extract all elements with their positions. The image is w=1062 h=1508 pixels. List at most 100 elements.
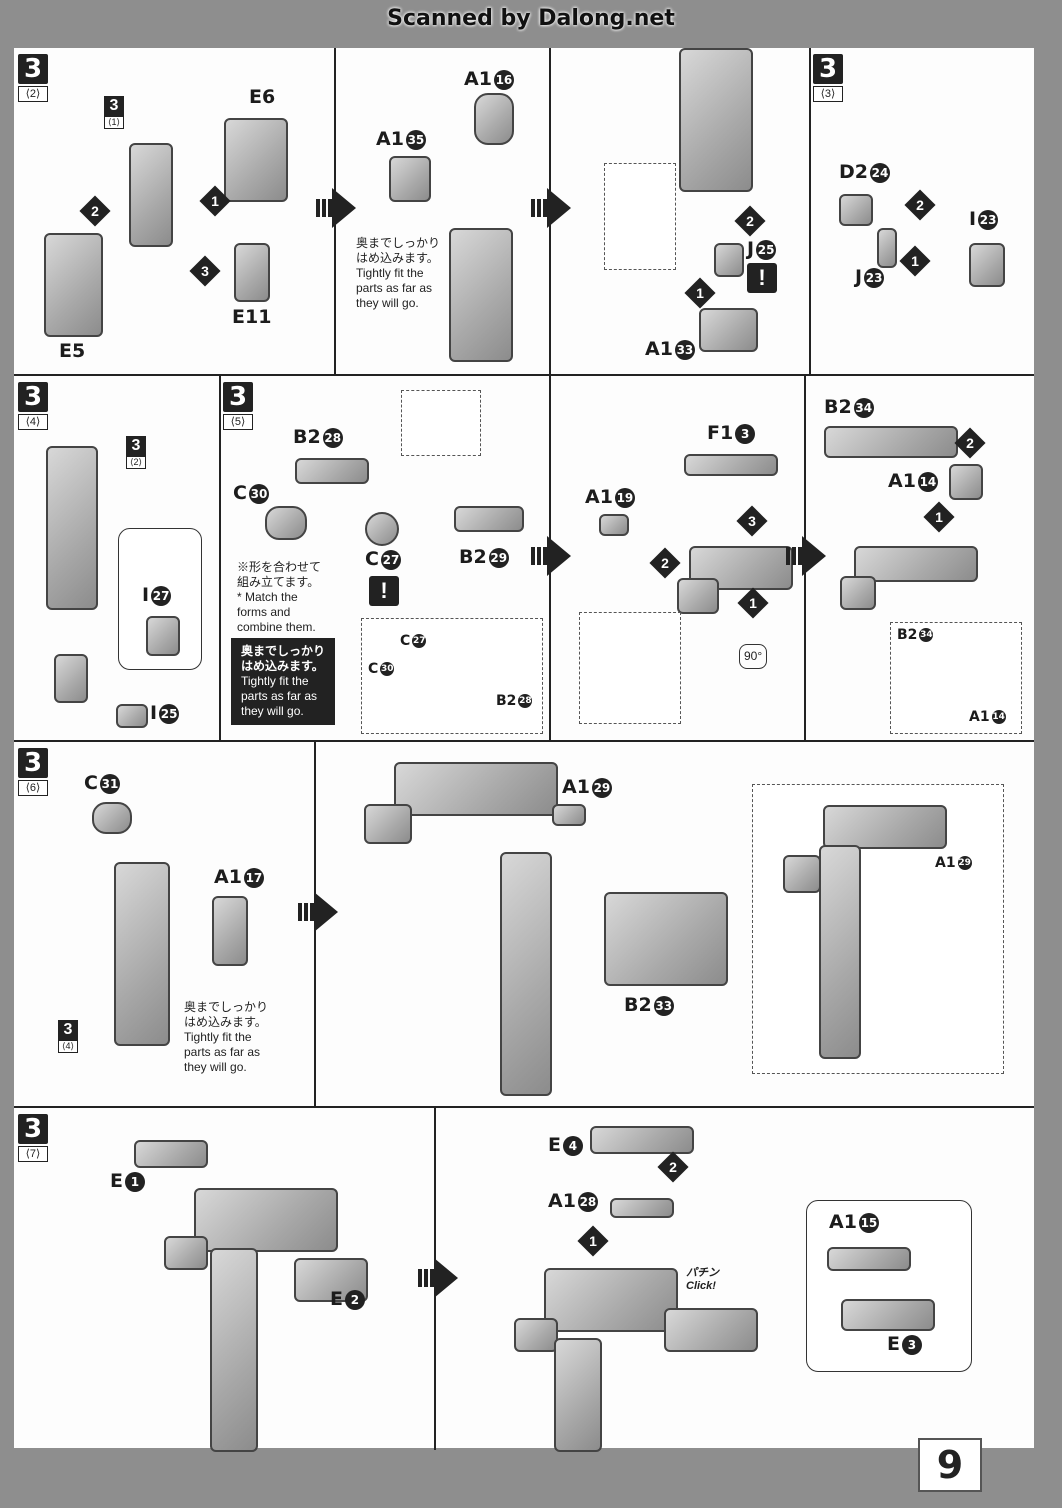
order-mark-1: 1	[577, 1225, 609, 1257]
flow-arrow	[316, 188, 356, 228]
part-j23	[877, 228, 897, 268]
order-mark-2: 2	[657, 1151, 689, 1183]
arm-assembly	[854, 546, 978, 582]
order-mark-1: 1	[199, 185, 231, 217]
order-mark-2: 2	[734, 205, 766, 237]
part-a1-35	[389, 156, 431, 202]
shoulder-assembly	[394, 762, 558, 816]
part-e6	[224, 118, 288, 202]
note-tight-fit: 奥までしっかり はめ込みます。Tightly fit the parts as …	[184, 1000, 269, 1074]
label-e5: E5	[59, 340, 86, 362]
order-mark-1: 1	[923, 501, 955, 533]
shoulder-block	[514, 1318, 558, 1352]
part-i27	[146, 616, 180, 656]
order-mark-3: 3	[189, 255, 221, 287]
flow-arrow	[298, 892, 338, 932]
part-a1-19	[599, 514, 629, 536]
part-c27	[365, 512, 399, 546]
flow-arrow	[786, 536, 826, 576]
warning-icon: !	[369, 576, 399, 606]
part-d2	[839, 194, 873, 226]
leg-assembly	[554, 1338, 602, 1452]
flow-arrow	[531, 188, 571, 228]
flow-arrow	[418, 1258, 458, 1298]
part-f1	[684, 454, 778, 476]
order-mark-2: 2	[954, 427, 986, 459]
inset-detail	[401, 390, 481, 456]
note-tight-fit: 奥までしっかり はめ込みます。Tightly fit the parts as …	[231, 638, 336, 725]
step-badge: 3⟨7⟩	[18, 1114, 48, 1162]
warning-icon: !	[747, 263, 777, 293]
order-mark-2: 2	[904, 189, 936, 221]
order-mark-2: 2	[649, 547, 681, 579]
note-match-forms: ※形を合わせて 組み立てます。* Match the forms and com…	[237, 560, 322, 634]
ref-badge: 3⟨4⟩	[58, 1020, 78, 1053]
part-e3-placed	[664, 1308, 758, 1352]
leg-assembly	[46, 446, 98, 610]
part-a1-17	[212, 896, 248, 966]
ref-badge: 3⟨2⟩	[126, 436, 146, 469]
leg-assembly	[819, 845, 861, 1059]
step-badge: 3⟨6⟩	[18, 748, 48, 796]
part-b2-34	[824, 426, 958, 458]
label-e6: E6	[249, 86, 276, 108]
panel-3-2-a: 3⟨2⟩ 3⟨1⟩ E6 E5 E11 1 2 3	[14, 48, 336, 374]
shoulder-block	[164, 1236, 208, 1270]
part-b2-33	[604, 892, 728, 986]
part-c31	[92, 802, 132, 834]
leg-part	[129, 143, 173, 247]
part-a1-28	[610, 1198, 674, 1218]
step-badge: 3⟨5⟩	[223, 382, 253, 430]
part-e3	[841, 1299, 935, 1331]
shoulder-block	[783, 855, 821, 893]
part-c30	[265, 506, 307, 540]
shoulder-assembly	[544, 1268, 678, 1332]
order-mark-1: 1	[899, 245, 931, 277]
part-i23	[969, 243, 1005, 287]
step-badge: 3⟨4⟩	[18, 382, 48, 430]
arm-assembly	[823, 805, 947, 849]
